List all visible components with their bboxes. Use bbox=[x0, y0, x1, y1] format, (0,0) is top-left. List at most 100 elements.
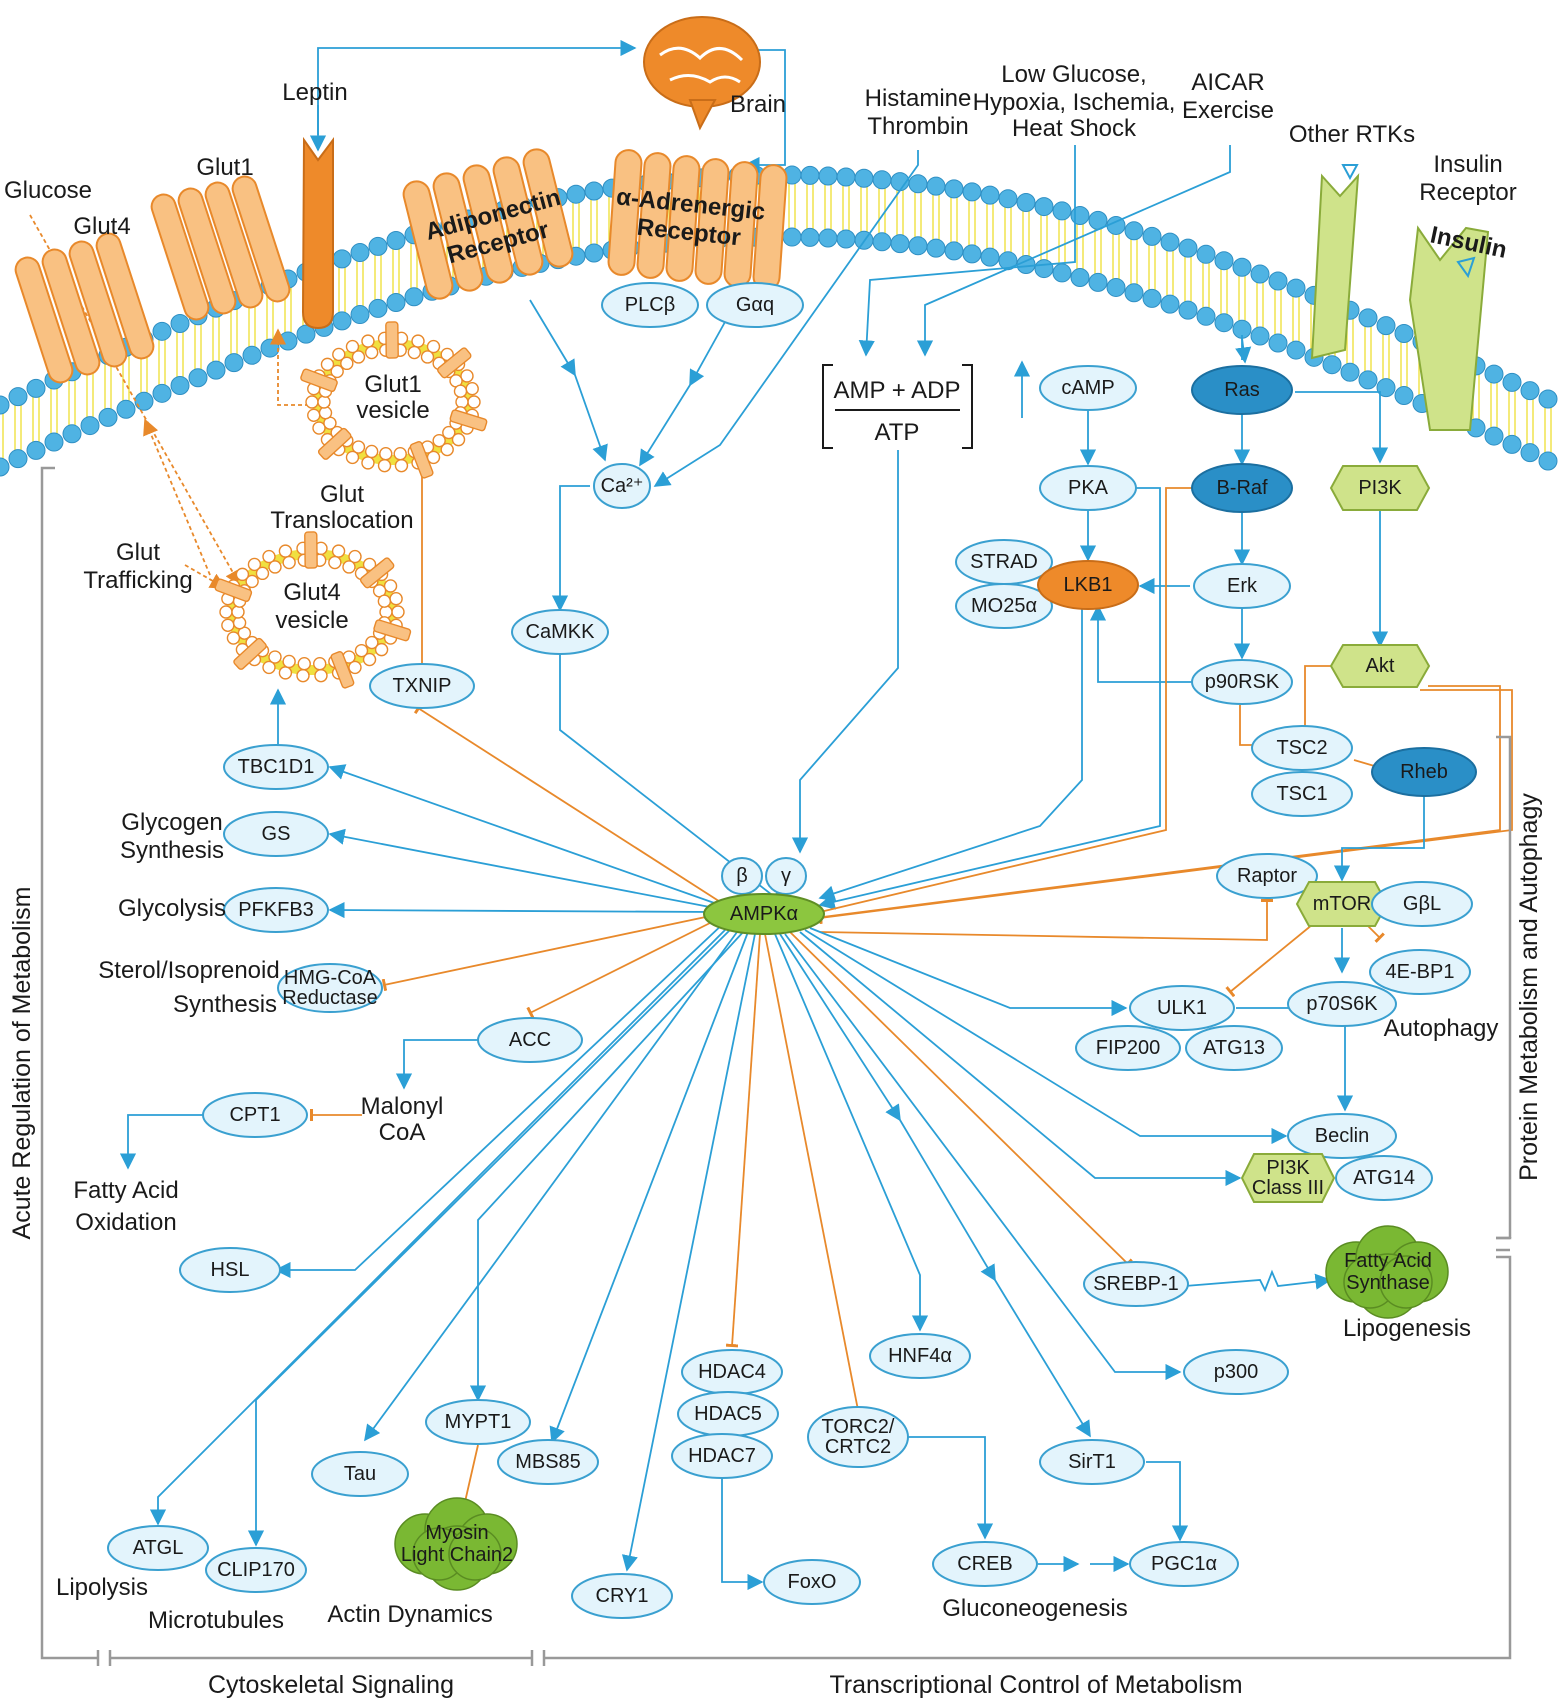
acute-regulation-label: Acute Regulation of Metabolism bbox=[8, 887, 36, 1240]
node-label-ras: Ras bbox=[1224, 379, 1260, 401]
lipid-head-outer bbox=[1124, 221, 1144, 241]
pathway-edges bbox=[29, 39, 1513, 1591]
adiponectin-receptor-segment bbox=[462, 164, 514, 284]
node-label-p300: p300 bbox=[1214, 1361, 1259, 1383]
lipid-head-outer bbox=[1502, 372, 1522, 392]
node-camkk: CaMKK bbox=[511, 609, 609, 655]
node-label-cry1: CRY1 bbox=[596, 1585, 649, 1607]
lipid-head-inner bbox=[98, 407, 118, 427]
node-label-hdac4: HDAC4 bbox=[698, 1361, 766, 1383]
insulin-ligand-icon bbox=[1456, 256, 1476, 279]
lipid-head-outer bbox=[1376, 316, 1396, 336]
node-label-hmg: Reductase bbox=[282, 987, 378, 1009]
fatty-acid-oxidation-label-1: Fatty Acid bbox=[73, 1177, 178, 1204]
lipid-head-inner bbox=[1268, 333, 1288, 353]
lipid-head-outer bbox=[980, 185, 1000, 205]
low-glucose-label: Low Glucose, bbox=[1001, 61, 1146, 88]
node-label-gs: GS bbox=[262, 823, 291, 845]
node-label-p90rsk: p90RSK bbox=[1205, 671, 1280, 693]
node-gs: GS bbox=[223, 811, 329, 857]
node-label-hdac5: HDAC5 bbox=[694, 1403, 762, 1425]
node-label-ampk_alpha: AMPKα bbox=[730, 903, 798, 925]
glut1-vesicle bbox=[300, 321, 488, 479]
node-label-pfkfb3: PFKFB3 bbox=[238, 899, 314, 921]
node-ulk1: ULK1 bbox=[1129, 985, 1235, 1031]
rtk-ligand-icon bbox=[1341, 164, 1359, 181]
lipid-head-inner bbox=[800, 227, 820, 247]
adiponectin-receptor-segment bbox=[492, 156, 544, 276]
glut-translocation-label-2: Translocation bbox=[270, 507, 413, 534]
insulin-receptor bbox=[1408, 225, 1490, 431]
lipid-head-inner bbox=[332, 311, 352, 331]
node-tbc1d1: TBC1D1 bbox=[223, 744, 329, 790]
lipid-head-outer bbox=[26, 378, 46, 398]
node-srebp1: SREBP-1 bbox=[1083, 1261, 1189, 1307]
glut1-label: Glut1 bbox=[196, 154, 253, 181]
lipid-head-outer bbox=[854, 168, 874, 188]
glut4-vesicle-label-1: Glut4 bbox=[283, 579, 340, 606]
lipid-head-outer bbox=[998, 189, 1018, 209]
node-label-fas: Fatty Acid bbox=[1344, 1250, 1432, 1272]
lipid-head-outer bbox=[1160, 232, 1180, 252]
lipid-head-inner bbox=[908, 236, 928, 256]
insulin-receptor-label-1: Insulin bbox=[1433, 151, 1502, 178]
lipid-head-outer bbox=[566, 184, 586, 204]
node-cry1: CRY1 bbox=[571, 1573, 673, 1619]
lipid-head-inner bbox=[0, 457, 10, 477]
lipid-head-outer bbox=[1142, 226, 1162, 246]
lipid-head-inner bbox=[1052, 263, 1072, 283]
lipid-head-inner bbox=[1520, 443, 1540, 463]
node-label-mtor: mTOR bbox=[1313, 893, 1372, 915]
glut-trafficking-label-2: Trafficking bbox=[83, 567, 192, 594]
node-beclin: Beclin bbox=[1287, 1113, 1397, 1159]
node-gbl: GβL bbox=[1371, 881, 1473, 927]
node-pfkfb3: PFKFB3 bbox=[223, 887, 329, 933]
node-label-mo25: MO25α bbox=[971, 595, 1037, 617]
cytoskeletal-signaling-label: Cytoskeletal Signaling bbox=[208, 1671, 454, 1699]
lipid-head-inner bbox=[224, 353, 244, 373]
glycogen-label-1: Glycogen bbox=[121, 809, 222, 836]
alpha-adrenergic-receptor-segment bbox=[636, 152, 672, 279]
lipid-head-inner bbox=[296, 324, 316, 344]
lipid-head-inner bbox=[1340, 362, 1360, 382]
transcriptional-control-label: Transcriptional Control of Metabolism bbox=[829, 1671, 1242, 1699]
lipid-head-outer bbox=[818, 166, 838, 186]
malonyl-label-1: Malonyl bbox=[361, 1093, 444, 1120]
node-label-ebp1: 4E-BP1 bbox=[1386, 961, 1455, 983]
thrombin-label: Thrombin bbox=[867, 113, 968, 140]
node-hdac7: HDAC7 bbox=[671, 1433, 773, 1479]
node-ampk_beta: β bbox=[721, 857, 763, 895]
fatty-acid-oxidation-label-2: Oxidation bbox=[75, 1209, 176, 1236]
section-brackets bbox=[40, 466, 1512, 1666]
leptin-receptor bbox=[301, 136, 334, 330]
brain-label: Brain bbox=[730, 91, 786, 118]
node-mbs85: MBS85 bbox=[497, 1439, 599, 1485]
node-label-torc2: CRTC2 bbox=[825, 1436, 891, 1458]
glycogen-label-2: Synthesis bbox=[120, 837, 224, 864]
node-hnf4a: HNF4α bbox=[869, 1333, 971, 1379]
node-label-gbl: GβL bbox=[1403, 893, 1441, 915]
node-ras: Ras bbox=[1191, 365, 1293, 415]
lipid-head-inner bbox=[206, 360, 226, 380]
alpha-adrenergic-receptor-segment bbox=[607, 149, 643, 276]
node-label-creb: CREB bbox=[957, 1553, 1013, 1575]
node-label-fip200: FIP200 bbox=[1096, 1037, 1160, 1059]
node-label-tbc1d1: TBC1D1 bbox=[238, 756, 315, 778]
node-label-foxo: FoxO bbox=[788, 1571, 837, 1593]
node-label-gaq: Gαq bbox=[736, 294, 774, 316]
node-label-pi3k_class3: PI3K bbox=[1266, 1157, 1310, 1179]
node-label-torc2: TORC2/ bbox=[822, 1416, 895, 1438]
glut4-label: Glut4 bbox=[73, 213, 130, 240]
node-raptor: Raptor bbox=[1216, 853, 1318, 899]
node-mypt1: MYPT1 bbox=[425, 1399, 531, 1445]
lipid-head-inner bbox=[1358, 370, 1378, 390]
aicar-label: AICAR bbox=[1191, 69, 1264, 96]
lipid-head-inner bbox=[962, 244, 982, 264]
pathway-labels: Leptin Brain Glut1 Glut4 Glucose Histami… bbox=[4, 61, 1517, 1634]
lipid-head-inner bbox=[980, 247, 1000, 267]
glut4-transporter-segment bbox=[95, 232, 155, 360]
gluconeogenesis-label: Gluconeogenesis bbox=[942, 1595, 1127, 1622]
